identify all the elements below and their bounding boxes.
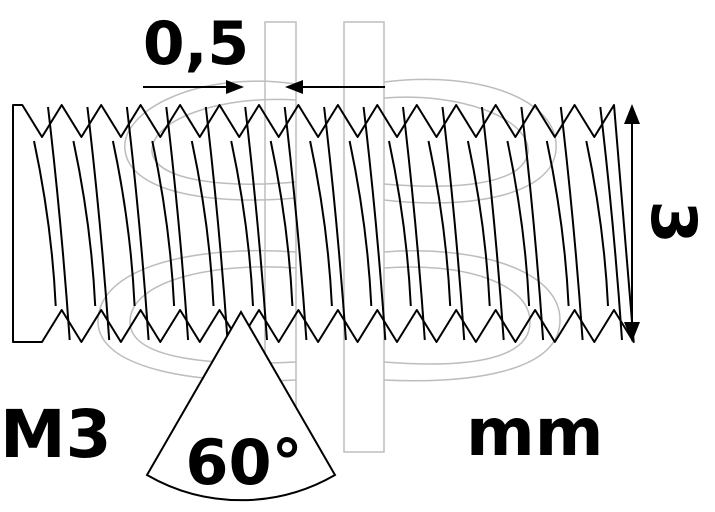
thread-flank-line xyxy=(86,106,111,341)
thread-flank-line xyxy=(466,140,491,307)
thread-flank-line xyxy=(388,140,412,307)
thread-flank-line xyxy=(111,140,136,307)
thread-flank-line xyxy=(151,140,176,307)
thread-name-label: M3 xyxy=(0,396,112,473)
angle-sector: 60° xyxy=(145,309,337,502)
thread-flank-line xyxy=(230,140,254,307)
thread-flank-line xyxy=(585,140,609,307)
thread-flank-line xyxy=(545,140,570,307)
thread-flank-line xyxy=(348,140,373,307)
angle-label: 60° xyxy=(185,426,302,499)
diameter-dimension: 3 xyxy=(624,104,710,342)
thread-flank-line xyxy=(427,140,452,307)
thread-flank-lines xyxy=(33,106,623,341)
thread-body xyxy=(12,104,635,343)
thread-flank-line xyxy=(269,140,294,307)
angle-sector-outline xyxy=(145,309,337,502)
thread-profile xyxy=(12,104,635,343)
pitch-dimension: 0,5 xyxy=(143,9,385,94)
thread-flank-line xyxy=(244,106,268,341)
thread-flank-line xyxy=(441,106,466,341)
pitch-arrowhead-right xyxy=(285,80,303,94)
thread-flank-line xyxy=(33,140,57,307)
thread-flank-line xyxy=(323,106,347,341)
thread-flank-line xyxy=(47,106,71,341)
pitch-arrowhead-left xyxy=(226,80,244,94)
thread-flank-line xyxy=(520,106,545,341)
thread-flank-line xyxy=(559,106,584,341)
thread-flank-line xyxy=(190,140,215,307)
thread-flank-line xyxy=(72,140,97,307)
thread-flank-line xyxy=(204,106,229,341)
diameter-arrowhead-top xyxy=(624,104,640,124)
pitch-label: 0,5 xyxy=(143,9,249,79)
unit-label: mm xyxy=(466,394,604,471)
thread-flank-line xyxy=(506,140,531,307)
diameter-arrowhead-bottom xyxy=(624,322,640,342)
diameter-label: 3 xyxy=(637,200,710,243)
thread-flank-line xyxy=(125,106,150,341)
thread-flank-line xyxy=(165,106,190,341)
thread-flank-line xyxy=(309,140,333,307)
thread-flank-line xyxy=(283,106,308,341)
thread-flank-line xyxy=(402,106,426,341)
thread-flank-line xyxy=(362,106,387,341)
thread-flank-line xyxy=(480,106,505,341)
thread-flank-line xyxy=(599,106,623,341)
